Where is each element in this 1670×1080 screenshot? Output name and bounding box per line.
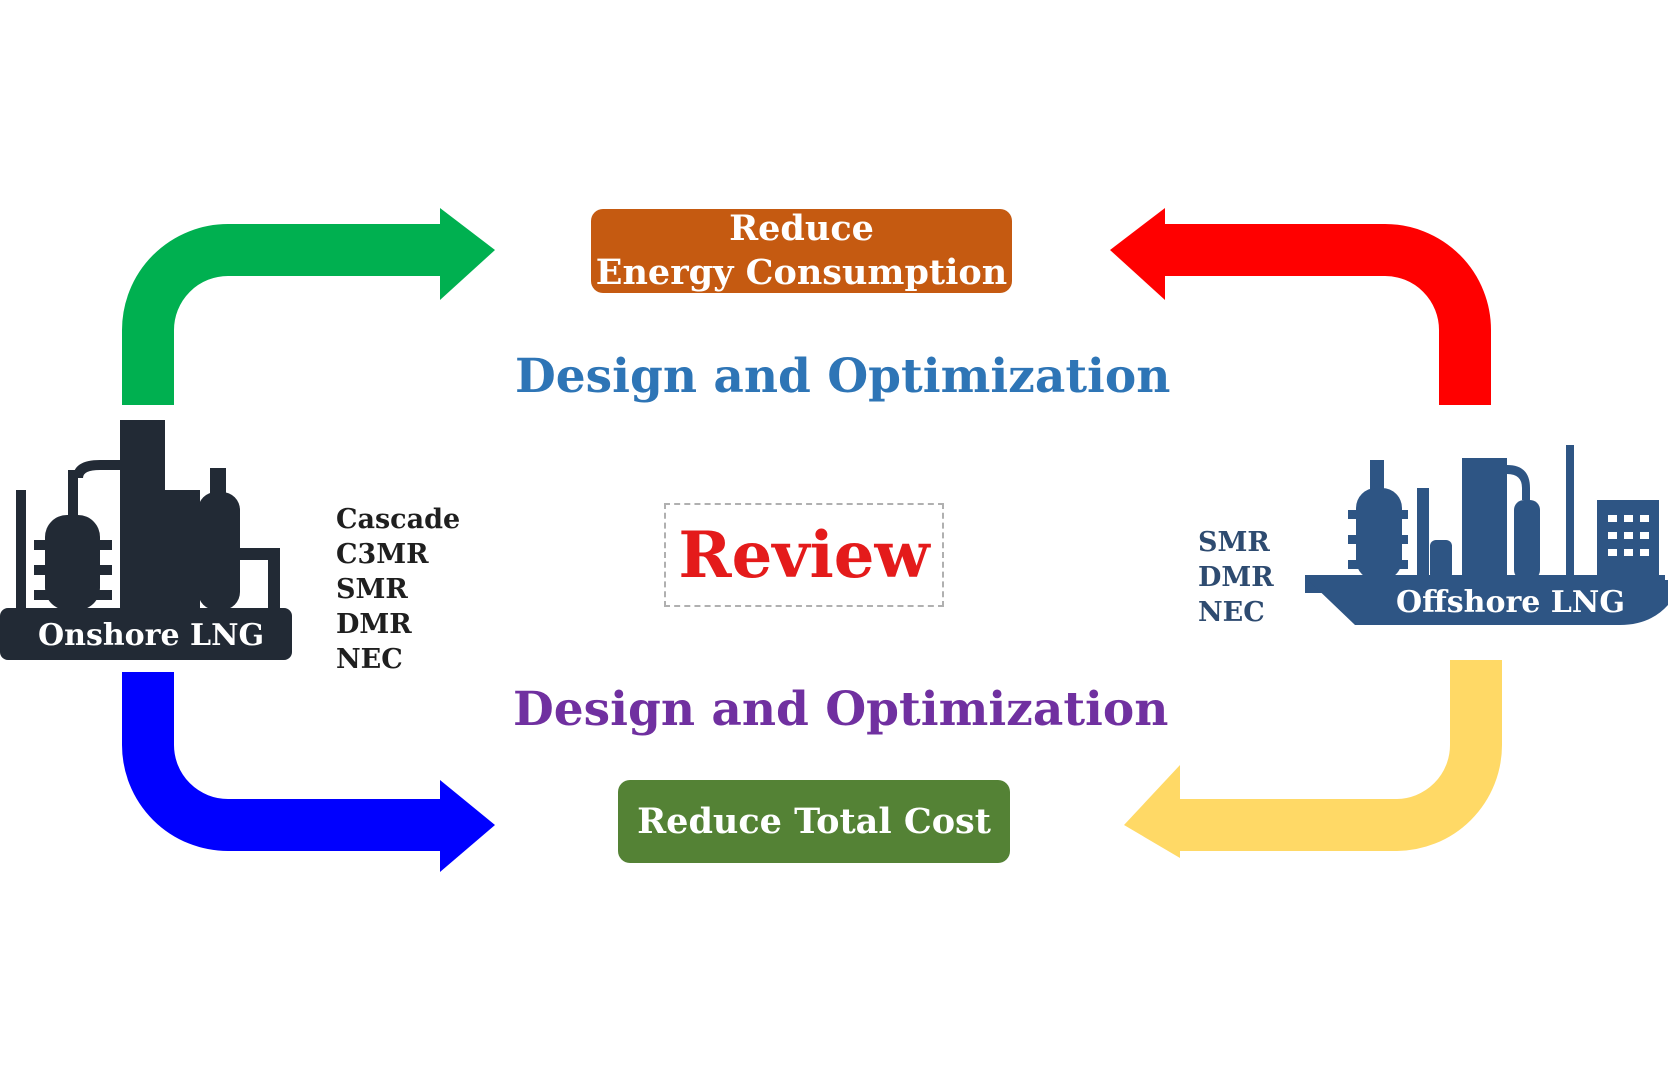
offshore-lng-label: Offshore LNG (1396, 585, 1625, 620)
onshore-method-item: C3MR (336, 539, 429, 570)
onshore-methods-list: Cascade C3MR SMR DMR NEC (336, 502, 460, 677)
onshore-lng-label: Onshore LNG (38, 618, 265, 653)
offshore-method-item: NEC (1198, 597, 1265, 628)
cost-box-label: Reduce Total Cost (637, 801, 991, 842)
yellow-curved-arrow-icon (1124, 660, 1502, 858)
design-optimization-heading-top: Design and Optimization (515, 349, 1171, 404)
design-optimization-heading-bottom: Design and Optimization (513, 682, 1169, 737)
offshore-ship-icon (1305, 445, 1668, 625)
onshore-plant-icon (0, 420, 292, 660)
reduce-total-cost-box: Reduce Total Cost (618, 780, 1010, 863)
blue-curved-arrow-icon (122, 672, 495, 872)
onshore-method-item: Cascade (336, 504, 461, 535)
offshore-method-item: SMR (1198, 527, 1270, 558)
energy-box-line-2: Energy Consumption (595, 252, 1008, 293)
review-box: Review (664, 503, 944, 607)
ship-windows (1608, 515, 1649, 556)
review-label: Review (678, 517, 930, 593)
onshore-method-item: SMR (336, 574, 408, 605)
green-curved-arrow-icon (122, 208, 495, 405)
offshore-methods-list: SMR DMR NEC (1198, 525, 1274, 630)
offshore-method-item: DMR (1198, 562, 1274, 593)
reduce-energy-consumption-box: Reduce Energy Consumption (591, 208, 1012, 293)
onshore-method-item: DMR (336, 609, 412, 640)
red-curved-arrow-icon (1110, 208, 1491, 405)
onshore-method-item: NEC (336, 644, 403, 675)
energy-box-line-1: Reduce (729, 208, 874, 249)
